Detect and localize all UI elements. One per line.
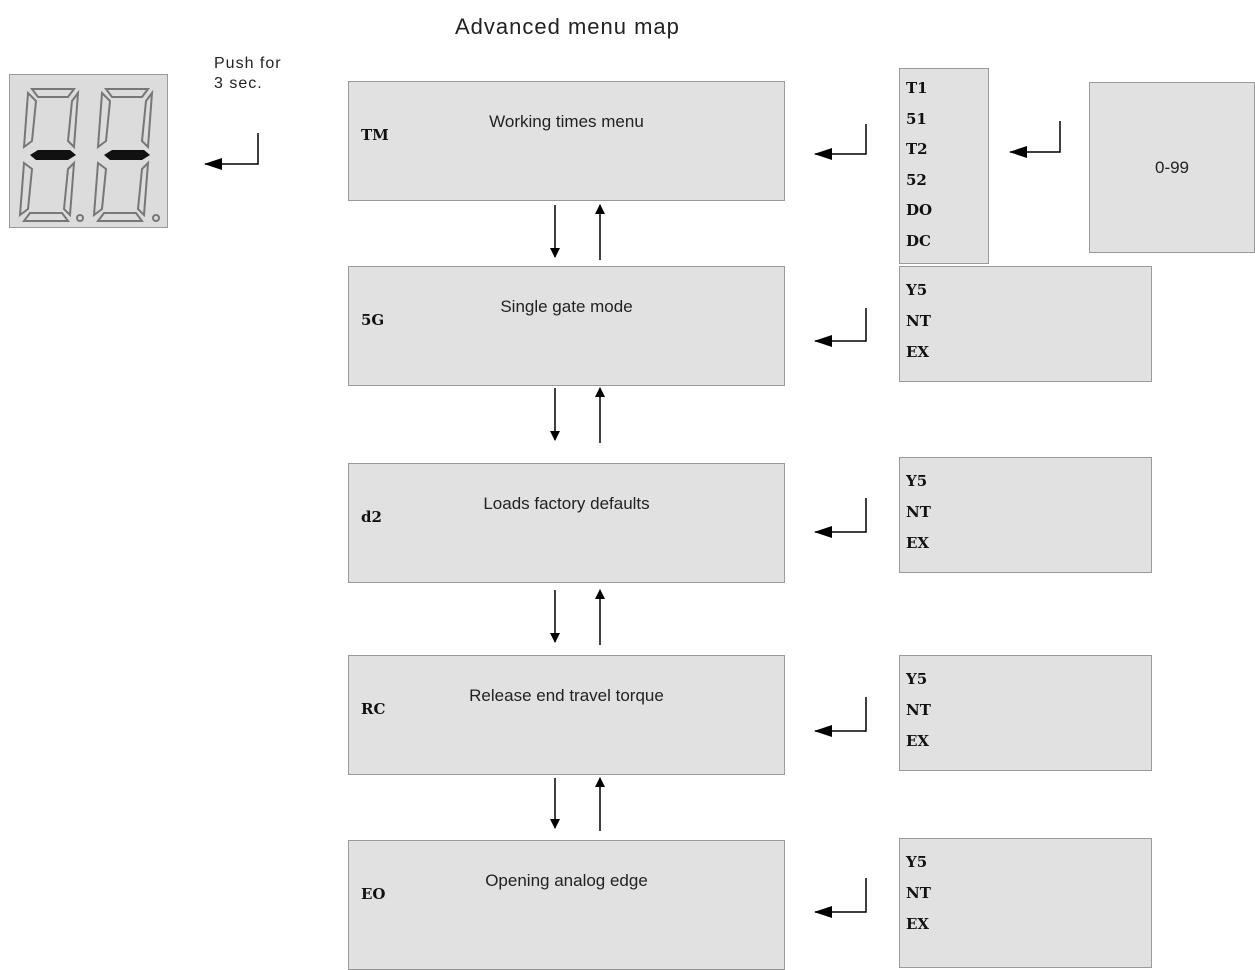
options-list: Y5 NT EX [906, 847, 931, 940]
return-arrow-icon [814, 878, 867, 918]
menu-box-5g[interactable]: 5G Single gate mode [348, 266, 785, 386]
push-instruction-line-1: Push for [214, 55, 282, 72]
diagram-title: Advanced menu map [455, 14, 680, 39]
menu-code: 5G [361, 311, 385, 329]
menu-code: EO [361, 885, 386, 903]
menu-code: TM [361, 126, 389, 144]
menu-label: Opening analog edge [485, 871, 648, 890]
return-arrow-icon [814, 498, 867, 538]
timer-items-list: T1 51 T2 52 DO DC [906, 73, 932, 256]
menu-code: RC [361, 700, 386, 718]
seven-segment-digits-icon [18, 88, 160, 222]
option-item[interactable]: EX [906, 343, 930, 361]
options-list: Y5 NT EX [906, 275, 931, 368]
option-item[interactable]: NT [906, 884, 931, 902]
timer-item[interactable]: DO [906, 201, 933, 219]
menu-box-d2[interactable]: d2 Loads factory defaults [348, 463, 785, 583]
option-item[interactable]: Y5 [906, 670, 928, 688]
menu-box-tm[interactable]: TM Working times menu [348, 81, 785, 201]
option-item[interactable]: EX [906, 915, 930, 933]
options-list: Y5 NT EX [906, 664, 931, 757]
range-box: 0-99 [1089, 82, 1255, 253]
option-item[interactable]: Y5 [906, 853, 928, 871]
menu-label: Release end travel torque [469, 686, 664, 705]
menu-label: Single gate mode [500, 297, 633, 316]
timer-item[interactable]: 52 [906, 170, 927, 189]
seven-segment-display [9, 74, 168, 228]
option-item[interactable]: EX [906, 732, 930, 750]
timer-items-box: T1 51 T2 52 DO DC [899, 68, 989, 264]
push-instruction: Push for 3 sec. [214, 54, 282, 94]
option-item[interactable]: NT [906, 312, 931, 330]
push-instruction-line-2: 3 sec. [214, 75, 263, 92]
options-list: Y5 NT EX [906, 466, 931, 559]
menu-box-eo[interactable]: EO Opening analog edge [348, 840, 785, 970]
timer-item[interactable]: T2 [906, 140, 928, 158]
option-item[interactable]: NT [906, 503, 931, 521]
return-arrow-icon [814, 697, 867, 737]
option-item[interactable]: NT [906, 701, 931, 719]
option-item[interactable]: Y5 [906, 472, 928, 490]
options-box-rc: Y5 NT EX [899, 655, 1152, 771]
options-box-5g: Y5 NT EX [899, 266, 1152, 382]
timer-item[interactable]: 51 [906, 109, 927, 128]
return-arrow-icon [204, 133, 259, 170]
return-arrow-icon [814, 308, 867, 347]
option-item[interactable]: EX [906, 534, 930, 552]
menu-code: d2 [361, 508, 382, 526]
option-item[interactable]: Y5 [906, 281, 928, 299]
timer-item[interactable]: T1 [906, 79, 928, 97]
menu-box-rc[interactable]: RC Release end travel torque [348, 655, 785, 775]
menu-label: Loads factory defaults [483, 494, 650, 513]
return-arrow-icon [1009, 121, 1061, 158]
options-box-d2: Y5 NT EX [899, 457, 1152, 573]
range-value: 0-99 [1154, 158, 1190, 177]
timer-item[interactable]: DC [906, 231, 931, 250]
return-arrow-icon [814, 124, 867, 160]
menu-label: Working times menu [489, 112, 644, 131]
